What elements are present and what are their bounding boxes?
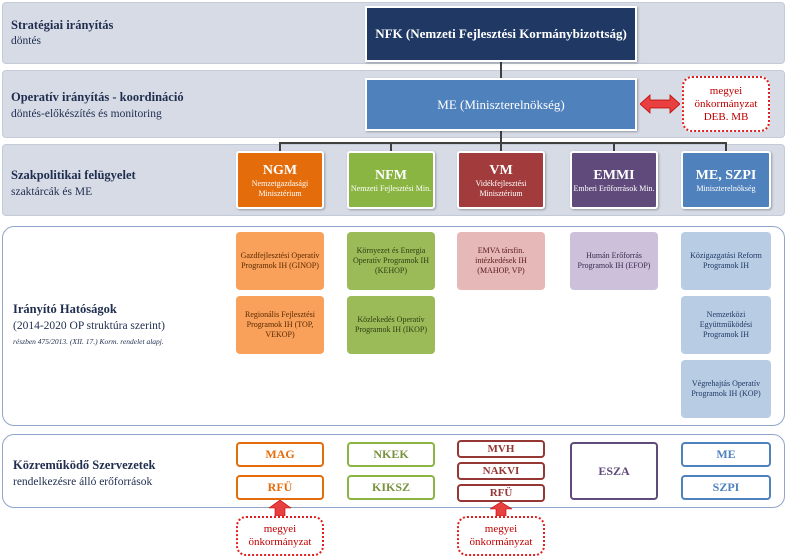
sectoral-title: Szakpolitikai felügyelet <box>11 168 136 182</box>
org-rfu-ngm[interactable]: RFÜ <box>236 475 324 500</box>
ministry-nfm-code: NFM <box>375 167 407 183</box>
ministry-emmi[interactable]: EMMI Emberi Erőforrások Min. <box>570 151 658 209</box>
connector-ngm <box>279 142 281 152</box>
county-top-line1: megyei <box>709 84 743 97</box>
county-bl-line2: önkormányzat <box>248 536 312 548</box>
ih-kop[interactable]: Végrehajtás Operatív Programok IH (KOP) <box>681 360 771 418</box>
county-top-line3: DEB. MB <box>703 110 749 123</box>
up-arrow-icon <box>269 500 291 516</box>
ministry-vm-code: VM <box>489 162 513 178</box>
managing-note: részben 475/2013. (XII. 17.) Korm. rende… <box>13 337 164 346</box>
county-government-bottom-right[interactable]: megyei önkormányzat <box>457 516 545 556</box>
ministry-me-szpi-code: ME, SZPI <box>695 167 757 183</box>
ministry-me-szpi-name: Miniszterelnökség <box>696 183 756 193</box>
cooperating-subtitle: rendelkezésre álló erőforrások <box>13 476 153 488</box>
strategic-title: Stratégiai irányítás <box>11 18 114 32</box>
ministry-emmi-name: Emberi Erőforrások Min. <box>573 183 655 193</box>
strategic-subtitle: döntés <box>11 35 42 47</box>
connector-horizontal <box>279 142 727 144</box>
connector-nfk-me <box>500 62 502 78</box>
org-me[interactable]: ME <box>681 442 771 467</box>
ih-nemzetkozi[interactable]: Nemzetközi Együttműködési Programok IH <box>681 296 771 354</box>
sectoral-subtitle: szaktárcák és ME <box>11 186 93 198</box>
ih-kozig-reform[interactable]: Közigazgatási Reform Programok IH <box>681 232 771 290</box>
ih-top-vekop[interactable]: Regionális Fejlesztési Programok IH (TOP… <box>236 296 324 354</box>
org-esza[interactable]: ESZA <box>570 442 658 500</box>
ministry-ngm[interactable]: NGM Nemzetgazdasági Minisztérium <box>236 151 324 209</box>
org-nakvi[interactable]: NAKVI <box>457 462 545 480</box>
me-box[interactable]: ME (Miniszterelnökség) <box>365 78 637 131</box>
up-arrow-icon <box>490 502 512 516</box>
connector-vm <box>500 142 502 152</box>
county-government-bottom-left[interactable]: megyei önkormányzat <box>236 516 324 556</box>
county-br-line1: megyei <box>484 523 518 535</box>
ministry-ngm-code: NGM <box>262 162 298 178</box>
org-mvh[interactable]: MVH <box>457 440 545 458</box>
county-br-line2: önkormányzat <box>469 536 533 548</box>
ministry-vm-name: Vidékfejlesztési Minisztérium <box>475 178 527 198</box>
ih-mahop-vp[interactable]: EMVA társfin. intézkedések IH (MAHOP, VP… <box>457 232 545 290</box>
ih-ginop[interactable]: Gazdfejlesztési Operatív Programok IH (G… <box>236 232 324 290</box>
ih-kehop[interactable]: Környezet és Energia Operatív Programok … <box>347 232 435 290</box>
ih-ikop[interactable]: Közlekedés Operatív Programok IH (IKOP) <box>347 296 435 354</box>
county-top-line2: önkormányzat <box>694 97 758 110</box>
county-government-top[interactable]: megyei önkormányzat DEB. MB <box>682 76 770 132</box>
connector-emmi <box>613 142 615 152</box>
org-kiksz[interactable]: KIKSZ <box>347 475 435 500</box>
cooperating-title: Közreműködő Szervezetek <box>13 458 156 472</box>
ministry-nfm-name: Nemzeti Fejlesztési Min. <box>350 183 432 193</box>
operative-subtitle: döntés-előkészítés és monitoring <box>11 108 162 120</box>
connector-nfm <box>390 142 392 152</box>
org-szpi[interactable]: SZPI <box>681 475 771 500</box>
ministry-vm[interactable]: VM Vidékfejlesztési Minisztérium <box>457 151 545 209</box>
operative-title: Operatív irányítás - koordináció <box>11 90 184 104</box>
managing-subtitle: (2014-2020 OP struktúra szerint) <box>13 320 165 332</box>
double-arrow-icon <box>640 94 680 114</box>
org-rfu-vm[interactable]: RFÜ <box>457 484 545 502</box>
ministry-ngm-name: Nemzetgazdasági Minisztérium <box>251 178 309 198</box>
ministry-me-szpi[interactable]: ME, SZPI Miniszterelnökség <box>681 151 771 209</box>
ih-efop[interactable]: Humán Erőforrás Programok IH (EFOP) <box>570 232 658 290</box>
ministry-nfm[interactable]: NFM Nemzeti Fejlesztési Min. <box>347 151 435 209</box>
connector-me-szpi <box>725 142 727 152</box>
ministry-emmi-code: EMMI <box>593 167 635 183</box>
org-mag[interactable]: MAG <box>236 442 324 467</box>
managing-title: Irányító Hatóságok <box>13 302 117 316</box>
county-bl-line1: megyei <box>263 523 297 535</box>
connector-me-down <box>500 131 502 143</box>
nfk-box[interactable]: NFK (Nemzeti Fejlesztési Kormánybizottsá… <box>365 6 637 62</box>
org-nkek[interactable]: NKEK <box>347 442 435 467</box>
